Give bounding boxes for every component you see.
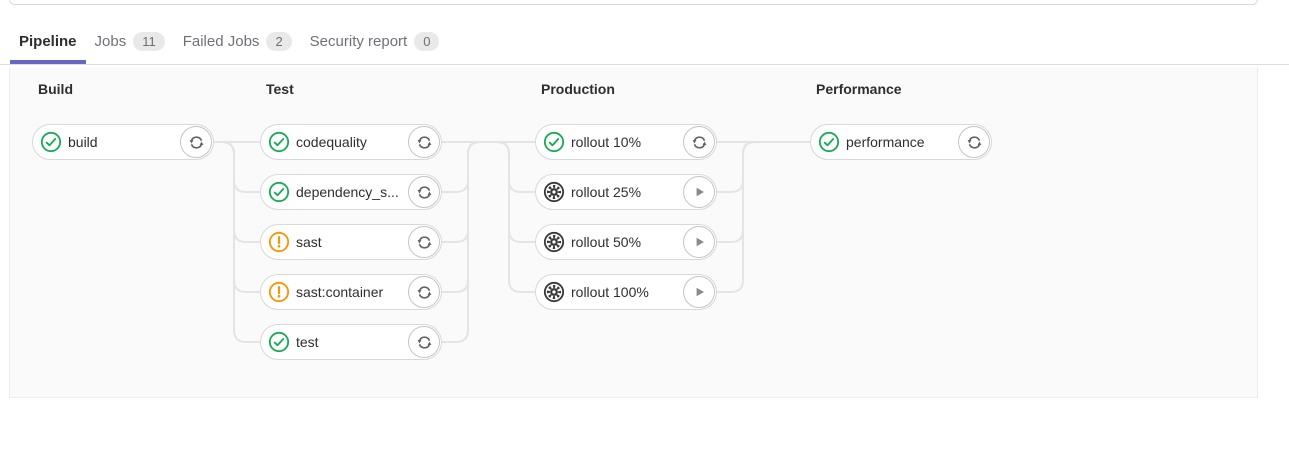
retry-button[interactable] (958, 126, 990, 158)
tab-failed-jobs[interactable]: Failed Jobs 2 (174, 20, 301, 64)
job-pill[interactable]: performance (810, 124, 992, 160)
stage-title: Build (38, 81, 73, 97)
retry-icon (416, 284, 433, 301)
job-name: codequality (296, 134, 367, 150)
retry-button[interactable] (408, 276, 440, 308)
status-success-icon (268, 331, 290, 353)
play-button[interactable] (683, 276, 715, 308)
job-name: rollout 10% (571, 134, 642, 150)
retry-button[interactable] (408, 126, 440, 158)
job-pill[interactable]: dependency_s... (260, 174, 442, 210)
retry-button[interactable] (683, 126, 715, 158)
stage-title: Production (541, 81, 615, 97)
play-button[interactable] (683, 226, 715, 258)
job-name: build (68, 134, 98, 150)
retry-icon (188, 134, 205, 151)
tab-badge: 11 (133, 32, 165, 51)
status-manual-icon (543, 281, 565, 303)
job-pill[interactable]: rollout 100% (535, 274, 717, 310)
stage-title: Performance (816, 81, 902, 97)
tab-security-report[interactable]: Security report 0 (301, 20, 449, 64)
stage-title: Test (266, 81, 294, 97)
job-pill[interactable]: test (260, 324, 442, 360)
job-name: sast:container (296, 284, 384, 300)
tab-label: Pipeline (19, 33, 77, 50)
job-pill[interactable]: sast (260, 224, 442, 260)
retry-button[interactable] (408, 326, 440, 358)
tab-pipeline[interactable]: Pipeline (10, 20, 86, 64)
job-pill[interactable]: sast:container (260, 274, 442, 310)
job-pill[interactable]: build (32, 124, 214, 160)
retry-icon (416, 134, 433, 151)
tab-badge: 2 (266, 32, 292, 51)
tab-badge: 0 (414, 32, 440, 51)
status-success-icon (543, 131, 565, 153)
job-name: sast (296, 234, 322, 250)
retry-icon (416, 234, 433, 251)
tab-bar: Pipeline Jobs 11 Failed Jobs 2 Security repor… (0, 20, 1289, 65)
job-name: test (296, 334, 319, 350)
job-name: rollout 50% (571, 234, 642, 250)
status-warning-icon (268, 281, 290, 303)
status-success-icon (818, 131, 840, 153)
status-success-icon (40, 131, 62, 153)
tab-jobs[interactable]: Jobs 11 (86, 20, 174, 64)
status-warning-icon (268, 231, 290, 253)
retry-icon (966, 134, 983, 151)
retry-button[interactable] (408, 176, 440, 208)
play-button[interactable] (683, 176, 715, 208)
retry-button[interactable] (408, 226, 440, 258)
job-pill[interactable]: codequality (260, 124, 442, 160)
play-icon (691, 284, 707, 300)
job-pill[interactable]: rollout 50% (535, 224, 717, 260)
job-name: rollout 25% (571, 184, 642, 200)
retry-icon (416, 184, 433, 201)
job-name: dependency_s... (296, 184, 399, 200)
content-divider (9, 0, 1258, 5)
retry-icon (691, 134, 708, 151)
status-manual-icon (543, 231, 565, 253)
status-success-icon (268, 131, 290, 153)
job-pill[interactable]: rollout 25% (535, 174, 717, 210)
job-name: rollout 100% (571, 284, 649, 300)
play-icon (691, 234, 707, 250)
retry-icon (416, 334, 433, 351)
status-success-icon (268, 181, 290, 203)
job-name: performance (846, 134, 925, 150)
pipeline-connectors (214, 141, 810, 343)
play-icon (691, 184, 707, 200)
tab-label: Failed Jobs (182, 33, 260, 50)
tab-label: Security report (309, 33, 408, 50)
tab-label: Jobs (94, 33, 127, 50)
retry-button[interactable] (180, 126, 212, 158)
job-pill[interactable]: rollout 10% (535, 124, 717, 160)
pipeline-graph: Build build Test codequality dependency_s...… (9, 67, 1258, 398)
status-manual-icon (543, 181, 565, 203)
